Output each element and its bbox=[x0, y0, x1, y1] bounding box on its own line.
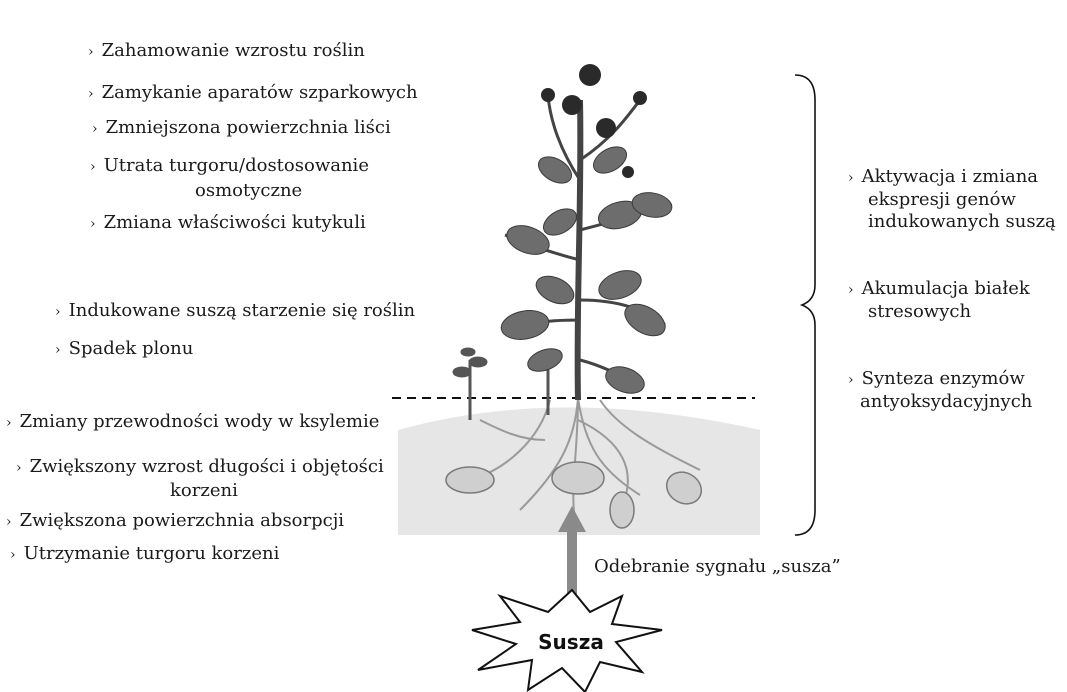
bullet-icon: › bbox=[55, 342, 61, 358]
right-bracket bbox=[795, 75, 815, 535]
bullet-icon: › bbox=[55, 304, 61, 320]
bullet-icon: › bbox=[16, 460, 22, 476]
response-stress-proteins: ›Akumulacja białek stresowych bbox=[848, 278, 1030, 323]
bullet-icon: › bbox=[88, 86, 94, 102]
response-antioxidant-enzymes: ›Synteza enzymów antyoksydacyjnych bbox=[848, 368, 1032, 413]
plant-leaves bbox=[499, 141, 674, 398]
effect-cuticle-change: ›Zmiana właściwości kutykuli bbox=[90, 212, 366, 235]
effect-reduced-leaf-area: ›Zmniejszona powierzchnia liści bbox=[92, 117, 391, 140]
signal-label: Odebranie sygnału „susza” bbox=[594, 556, 841, 578]
bullet-icon: › bbox=[10, 547, 16, 563]
effect-turgor-loss-continued: osmotyczne bbox=[195, 180, 302, 202]
bullet-icon: › bbox=[6, 415, 12, 431]
bullet-icon: › bbox=[848, 170, 854, 186]
stress-label: Susza bbox=[536, 630, 606, 654]
effect-growth-inhibition: ›Zahamowanie wzrostu roślin bbox=[88, 40, 365, 63]
bullet-icon: › bbox=[848, 372, 854, 388]
bullet-icon: › bbox=[92, 121, 98, 137]
effect-stomata-closing: ›Zamykanie aparatów szparkowych bbox=[88, 82, 418, 105]
bullet-icon: › bbox=[848, 282, 854, 298]
bullet-icon: › bbox=[90, 159, 96, 175]
bullet-icon: › bbox=[88, 44, 94, 60]
effect-xylem-conductivity: ›Zmiany przewodności wody w ksylemie bbox=[6, 411, 379, 434]
effect-root-growth: ›Zwiększony wzrost długości i objętości bbox=[16, 456, 384, 479]
effect-yield-decrease: ›Spadek plonu bbox=[55, 338, 193, 361]
bullet-icon: › bbox=[90, 216, 96, 232]
effect-absorption-area: ›Zwiększona powierzchnia absorpcji bbox=[6, 510, 344, 533]
response-gene-expression: ›Aktywacja i zmiana ekspresji genów indu… bbox=[848, 166, 1056, 233]
effect-turgor-loss: ›Utrata turgoru/dostosowanie bbox=[90, 155, 369, 178]
effect-root-growth-continued: korzeni bbox=[170, 480, 238, 502]
bullet-icon: › bbox=[6, 514, 12, 530]
effect-root-turgor: ›Utrzymanie turgoru korzeni bbox=[10, 543, 279, 566]
effect-drought-senescence: ›Indukowane suszą starzenie się roślin bbox=[55, 300, 415, 323]
